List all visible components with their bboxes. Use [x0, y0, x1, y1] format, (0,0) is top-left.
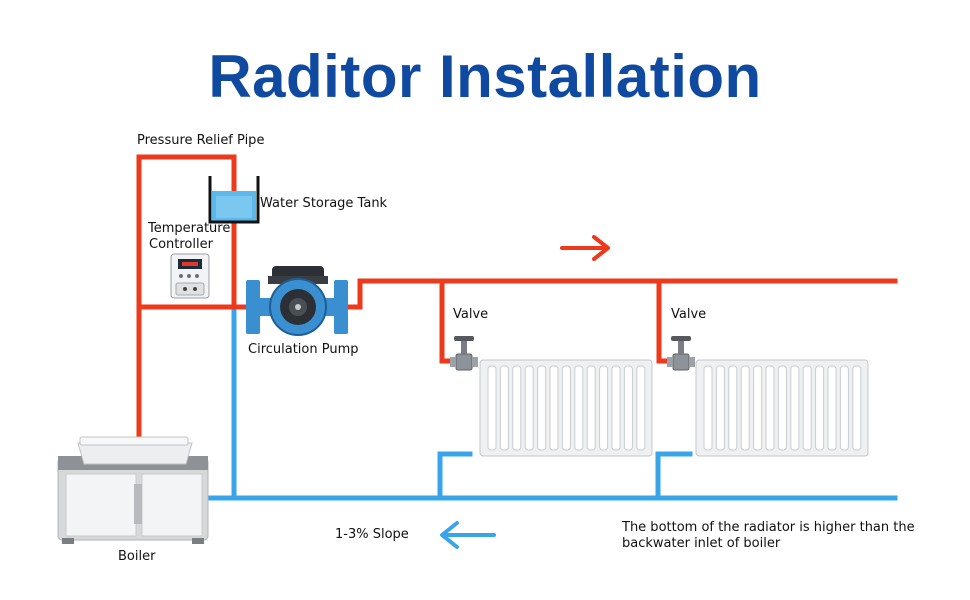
radiator-fin: [839, 365, 849, 451]
radiator-fin: [802, 365, 812, 451]
valve-1: [450, 336, 478, 371]
radiator-fin: [549, 365, 559, 451]
radiator-1-return: [437, 451, 473, 501]
valve-2: [667, 336, 695, 371]
radiator-fin: [753, 365, 763, 451]
radiator-2-return: [655, 451, 693, 501]
radiator-fin: [765, 365, 775, 451]
return-pipes: [205, 302, 898, 501]
radiator-fin: [524, 365, 534, 451]
controller-label: Controller: [149, 237, 213, 252]
pressure-relief-pipe: [136, 154, 237, 443]
radiator-2: [695, 359, 869, 457]
note-line-2: backwater inlet of boiler: [622, 536, 781, 551]
water-storage-tank: [208, 176, 260, 224]
note-line-1: The bottom of the radiator is higher tha…: [622, 520, 915, 535]
circulation-pump-label: Circulation Pump: [248, 342, 359, 357]
radiator-fin: [790, 365, 800, 451]
radiator-fin: [636, 365, 646, 451]
boiler-label: Boiler: [118, 549, 156, 564]
radiator-fin: [703, 365, 713, 451]
arrow-right-icon: [560, 235, 610, 261]
radiator-fin: [561, 365, 571, 451]
temperature-controller: [170, 253, 210, 299]
pump-outlet-pipe: [343, 278, 898, 310]
radiator-fin: [611, 365, 621, 451]
temperature-label: Temperature: [148, 221, 231, 236]
radiator-fin: [852, 365, 862, 451]
radiator-fin: [487, 365, 497, 451]
slope-label: 1-3% Slope: [335, 527, 409, 542]
valve-1-label: Valve: [453, 307, 489, 322]
radiator-fin: [827, 365, 837, 451]
page-title: Raditor Installation: [208, 43, 762, 110]
radiator-fin: [623, 365, 633, 451]
radiator-fin: [777, 365, 787, 451]
radiator-1: [479, 359, 653, 457]
valve-2-label: Valve: [671, 307, 707, 322]
radiator-fin: [728, 365, 738, 451]
radiator-fin: [599, 365, 609, 451]
circulation-pump: [246, 266, 348, 336]
radiator-fin: [574, 365, 584, 451]
radiator-fin: [740, 365, 750, 451]
radiator-fin: [512, 365, 522, 451]
radiator-fin: [715, 365, 725, 451]
radiator-fin: [537, 365, 547, 451]
radiator-fin: [586, 365, 596, 451]
water-storage-tank-label: Water Storage Tank: [260, 196, 388, 211]
pressure-relief-pipe-label: Pressure Relief Pipe: [137, 133, 265, 148]
radiator-fin: [499, 365, 509, 451]
boiler: [57, 436, 209, 544]
arrow-left-icon: [440, 521, 496, 549]
radiator-fin: [815, 365, 825, 451]
